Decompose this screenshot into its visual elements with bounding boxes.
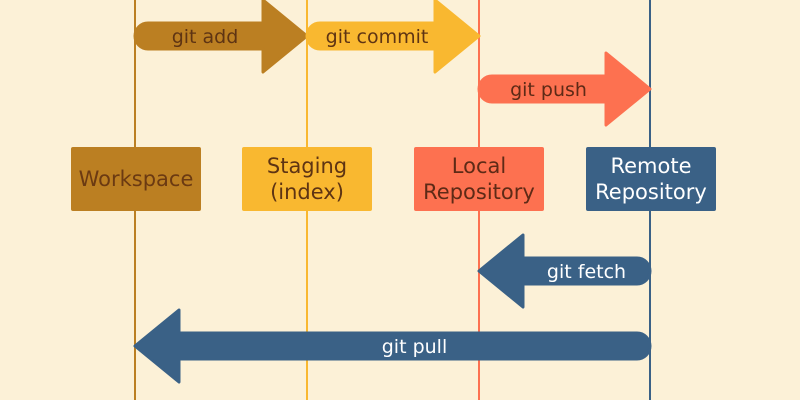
arrow-label-git-pull: git pull	[382, 336, 448, 358]
stage-label-remote-repository: Remote Repository	[595, 154, 707, 204]
arrow-git-commit: git commit	[305, 0, 481, 74]
stage-label-local-repository: Local Repository	[423, 154, 535, 204]
arrow-git-push: git push	[477, 51, 652, 127]
arrow-git-pull: git pull	[133, 308, 652, 384]
stage-label-staging: Staging (index)	[266, 154, 348, 204]
stage-box-local-repository: Local Repository	[414, 147, 544, 211]
arrow-shape-git-fetch	[477, 233, 652, 309]
command-arrows: git add git commit git push git fetch git pu…	[133, 0, 652, 384]
stage-box-remote-repository: Remote Repository	[586, 147, 716, 211]
stage-label-workspace: Workspace	[78, 167, 194, 191]
arrow-label-git-fetch: git fetch	[547, 261, 626, 283]
arrow-git-fetch: git fetch	[477, 233, 652, 309]
arrow-label-git-commit: git commit	[326, 26, 429, 48]
arrow-git-add: git add	[133, 0, 309, 74]
arrow-shape-git-commit	[305, 0, 481, 74]
arrow-shape-git-push	[477, 51, 652, 127]
arrow-shape-git-pull	[133, 308, 652, 384]
arrow-label-git-push: git push	[510, 79, 587, 101]
stage-box-staging: Staging (index)	[242, 147, 372, 211]
stage-box-workspace: Workspace	[71, 147, 201, 211]
arrow-shape-git-add	[133, 0, 309, 74]
arrow-label-git-add: git add	[172, 26, 239, 48]
